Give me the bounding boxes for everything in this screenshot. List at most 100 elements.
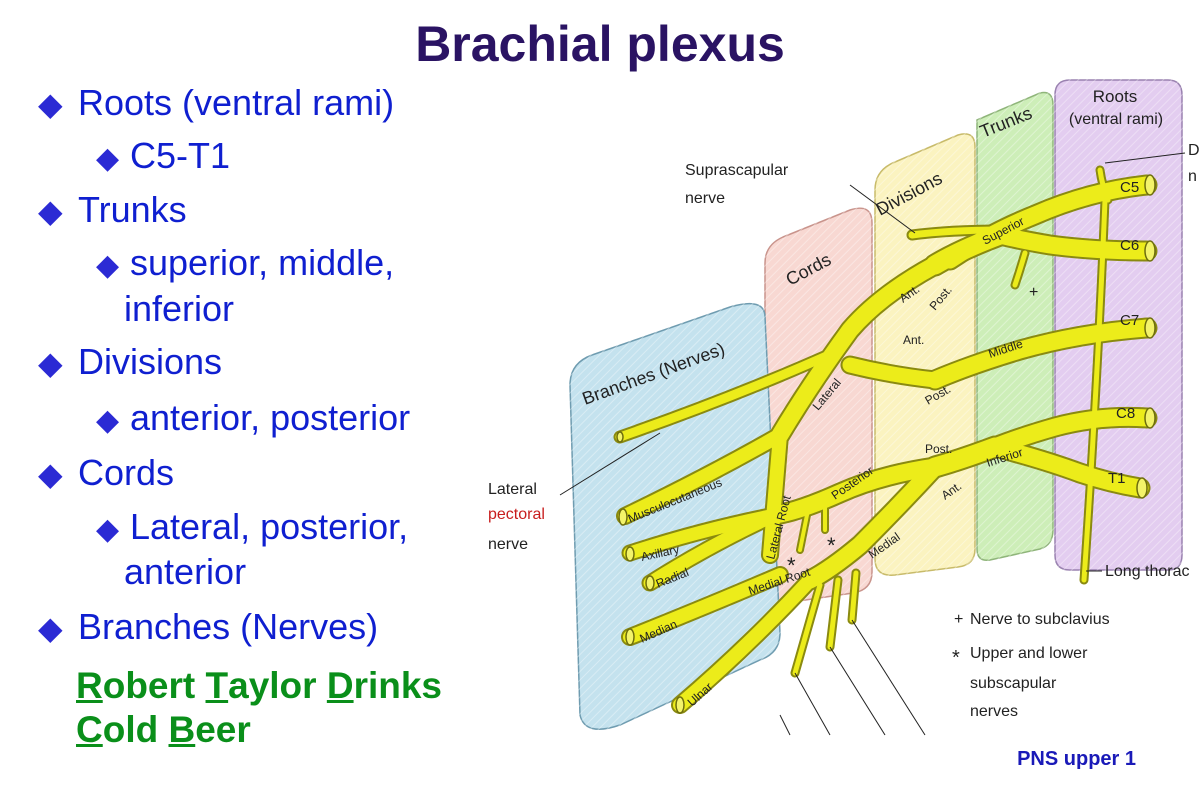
nerve-radial [643,508,782,590]
legend-star-text-line-3: nerves [970,703,1018,720]
level-label-c7: C7 [1120,312,1139,329]
diamond-bullet-icon: ◆ [96,404,120,437]
bullet-text: anterior, posterior [130,397,411,438]
diamond-bullet-icon: ◆ [96,513,120,546]
bullet-text: Divisions [78,341,223,382]
mnemonic-rest: obert [102,665,196,706]
callout-dorsal-scapular-line-2: n [1188,168,1197,185]
bullet-text: inferior [124,288,235,329]
bullet-text: Branches (Nerves) [78,606,379,647]
mnemonic-initial: R [76,665,103,706]
leader-median-branch-a [794,672,831,736]
bullet-cords: ◆Cords [38,452,174,495]
cut-end-radial [645,575,655,591]
subscapular-marker-1: * [787,553,796,578]
mnemonic-rest: rinks [353,665,443,706]
diamond-bullet-icon: ◆ [38,610,63,646]
callout-lateral-pectoral-line-3: nerve [488,536,528,553]
legend-star-text-line-1: Upper and lower [970,645,1088,662]
spinal-level-labels: C5 C6 C7 C8 T1 [1108,179,1139,487]
cut-end-c8 [1144,407,1156,429]
mnemonic-word: Drinks [327,664,442,708]
leader-suprascapular [849,184,916,234]
trunks-region [976,91,1054,562]
diamond-bullet-icon: ◆ [38,193,63,229]
cut-end-median [625,628,635,646]
sub-bullet-continuation: anterior [124,551,246,593]
nerve-c7 [926,319,1156,389]
callout-suprascapular-line-1: Suprascapular [685,162,789,179]
sub-bullet-division-names: ◆ anterior, posterior [96,397,410,442]
leader-median-branch-b [829,646,886,736]
mnemonic-rest: aylor [228,665,317,706]
mnemonic-initial: C [76,709,103,750]
nerve-medial-branch-1 [792,582,823,676]
cut-end-ulnar [675,696,685,714]
roots-region-title: Roots [1093,87,1137,106]
nerve-subclavius [1012,250,1028,288]
diamond-bullet-icon: ◆ [38,86,63,122]
legend-star-text-line-2: subscapular [970,675,1057,692]
legend-plus-text: Nerve to subclavius [970,611,1110,628]
mnemonic-rest: eer [195,709,251,750]
nerve-lateral-root [763,428,787,562]
bullet-text: anterior [124,551,247,592]
cut-end-c7 [1144,317,1156,339]
mnemonic-word: Cold [76,708,158,752]
bullet-list: ◆Roots (ventral rami) ◆C5-T1 ◆Trunks ◆su… [0,0,480,800]
bullet-text: Cords [78,452,175,493]
callout-long-thoracic: Long thorac [1105,563,1190,580]
mnemonic-initial: B [168,709,196,750]
sub-bullet-trunk-names: ◆superior, middle, [96,242,394,287]
nerve-c8 [986,408,1156,456]
nerve-posterior-cord [766,458,944,524]
mnemonic: Robert Taylor Drinks Cold Beer [76,664,516,752]
cut-end-axillary [625,546,635,562]
callout-dorsal-scapular-line-1: D [1188,142,1200,159]
diamond-bullet-icon: ◆ [96,142,120,175]
roots-region-subtitle: (ventral rami) [1069,111,1163,128]
nerve-lateral-cord [771,256,944,444]
mnemonic-word: Robert [76,664,195,708]
nerve-medial-branch-3 [849,570,859,623]
nerve-long-thoracic [1081,197,1108,583]
nerve-subscapular-1 [798,498,812,552]
leader-lateral-pectoral [559,432,661,496]
callout-suprascapular-line-2: nerve [685,190,725,207]
level-label-t1: T1 [1108,470,1126,487]
leader-lines [559,152,1186,736]
cut-end-c5 [1144,174,1156,196]
mnemonic-rest: old [102,709,159,750]
nerve-ulnar [673,573,817,712]
cut-end-musculocutaneous [618,508,628,526]
nerve-dorsal-scapular [1097,167,1111,203]
diamond-bullet-icon: ◆ [38,345,63,381]
mnemonic-word: Taylor [206,664,317,708]
nerve-lateral-pectoral [615,345,845,442]
subscapular-marker-2: * [827,533,836,558]
callout-lateral-pectoral-line-2: pectoral [488,506,545,523]
mnemonic-word: Beer [169,708,251,752]
nerve-lateral-cord-mid [842,357,943,388]
mnemonic-initial: T [205,665,229,706]
nerve-suprascapular [908,226,1004,239]
bullet-text: Roots (ventral rami) [78,82,395,123]
bullet-branches: ◆ Branches (Nerves) [38,606,378,649]
cut-end-t1 [1136,477,1148,499]
mnemonic-initial: D [326,665,354,706]
nerve-medial-branch-2 [827,577,841,650]
nerve-c6 [991,226,1156,260]
diamond-bullet-icon: ◆ [96,249,120,282]
bullet-trunks: ◆ Trunks [38,189,187,232]
callouts: Suprascapular nerve Lateral pectoral ner… [488,142,1200,580]
bullet-divisions: ◆ Divisions [38,341,222,384]
bullet-text: Lateral, posterior, [130,506,409,547]
cut-end-lateral-pectoral [616,431,624,443]
mnemonic-line-1: Robert Taylor Drinks [76,664,516,708]
leader-ulnar-branch [779,714,791,736]
sub-bullet-cord-names: ◆ Lateral, posterior, [96,506,408,551]
mnemonic-line-2: Cold Beer [76,708,516,752]
bullet-text: Trunks [78,189,187,230]
leader-dorsal-scapular [1104,152,1186,164]
slide-title: Brachial plexus [415,16,785,72]
